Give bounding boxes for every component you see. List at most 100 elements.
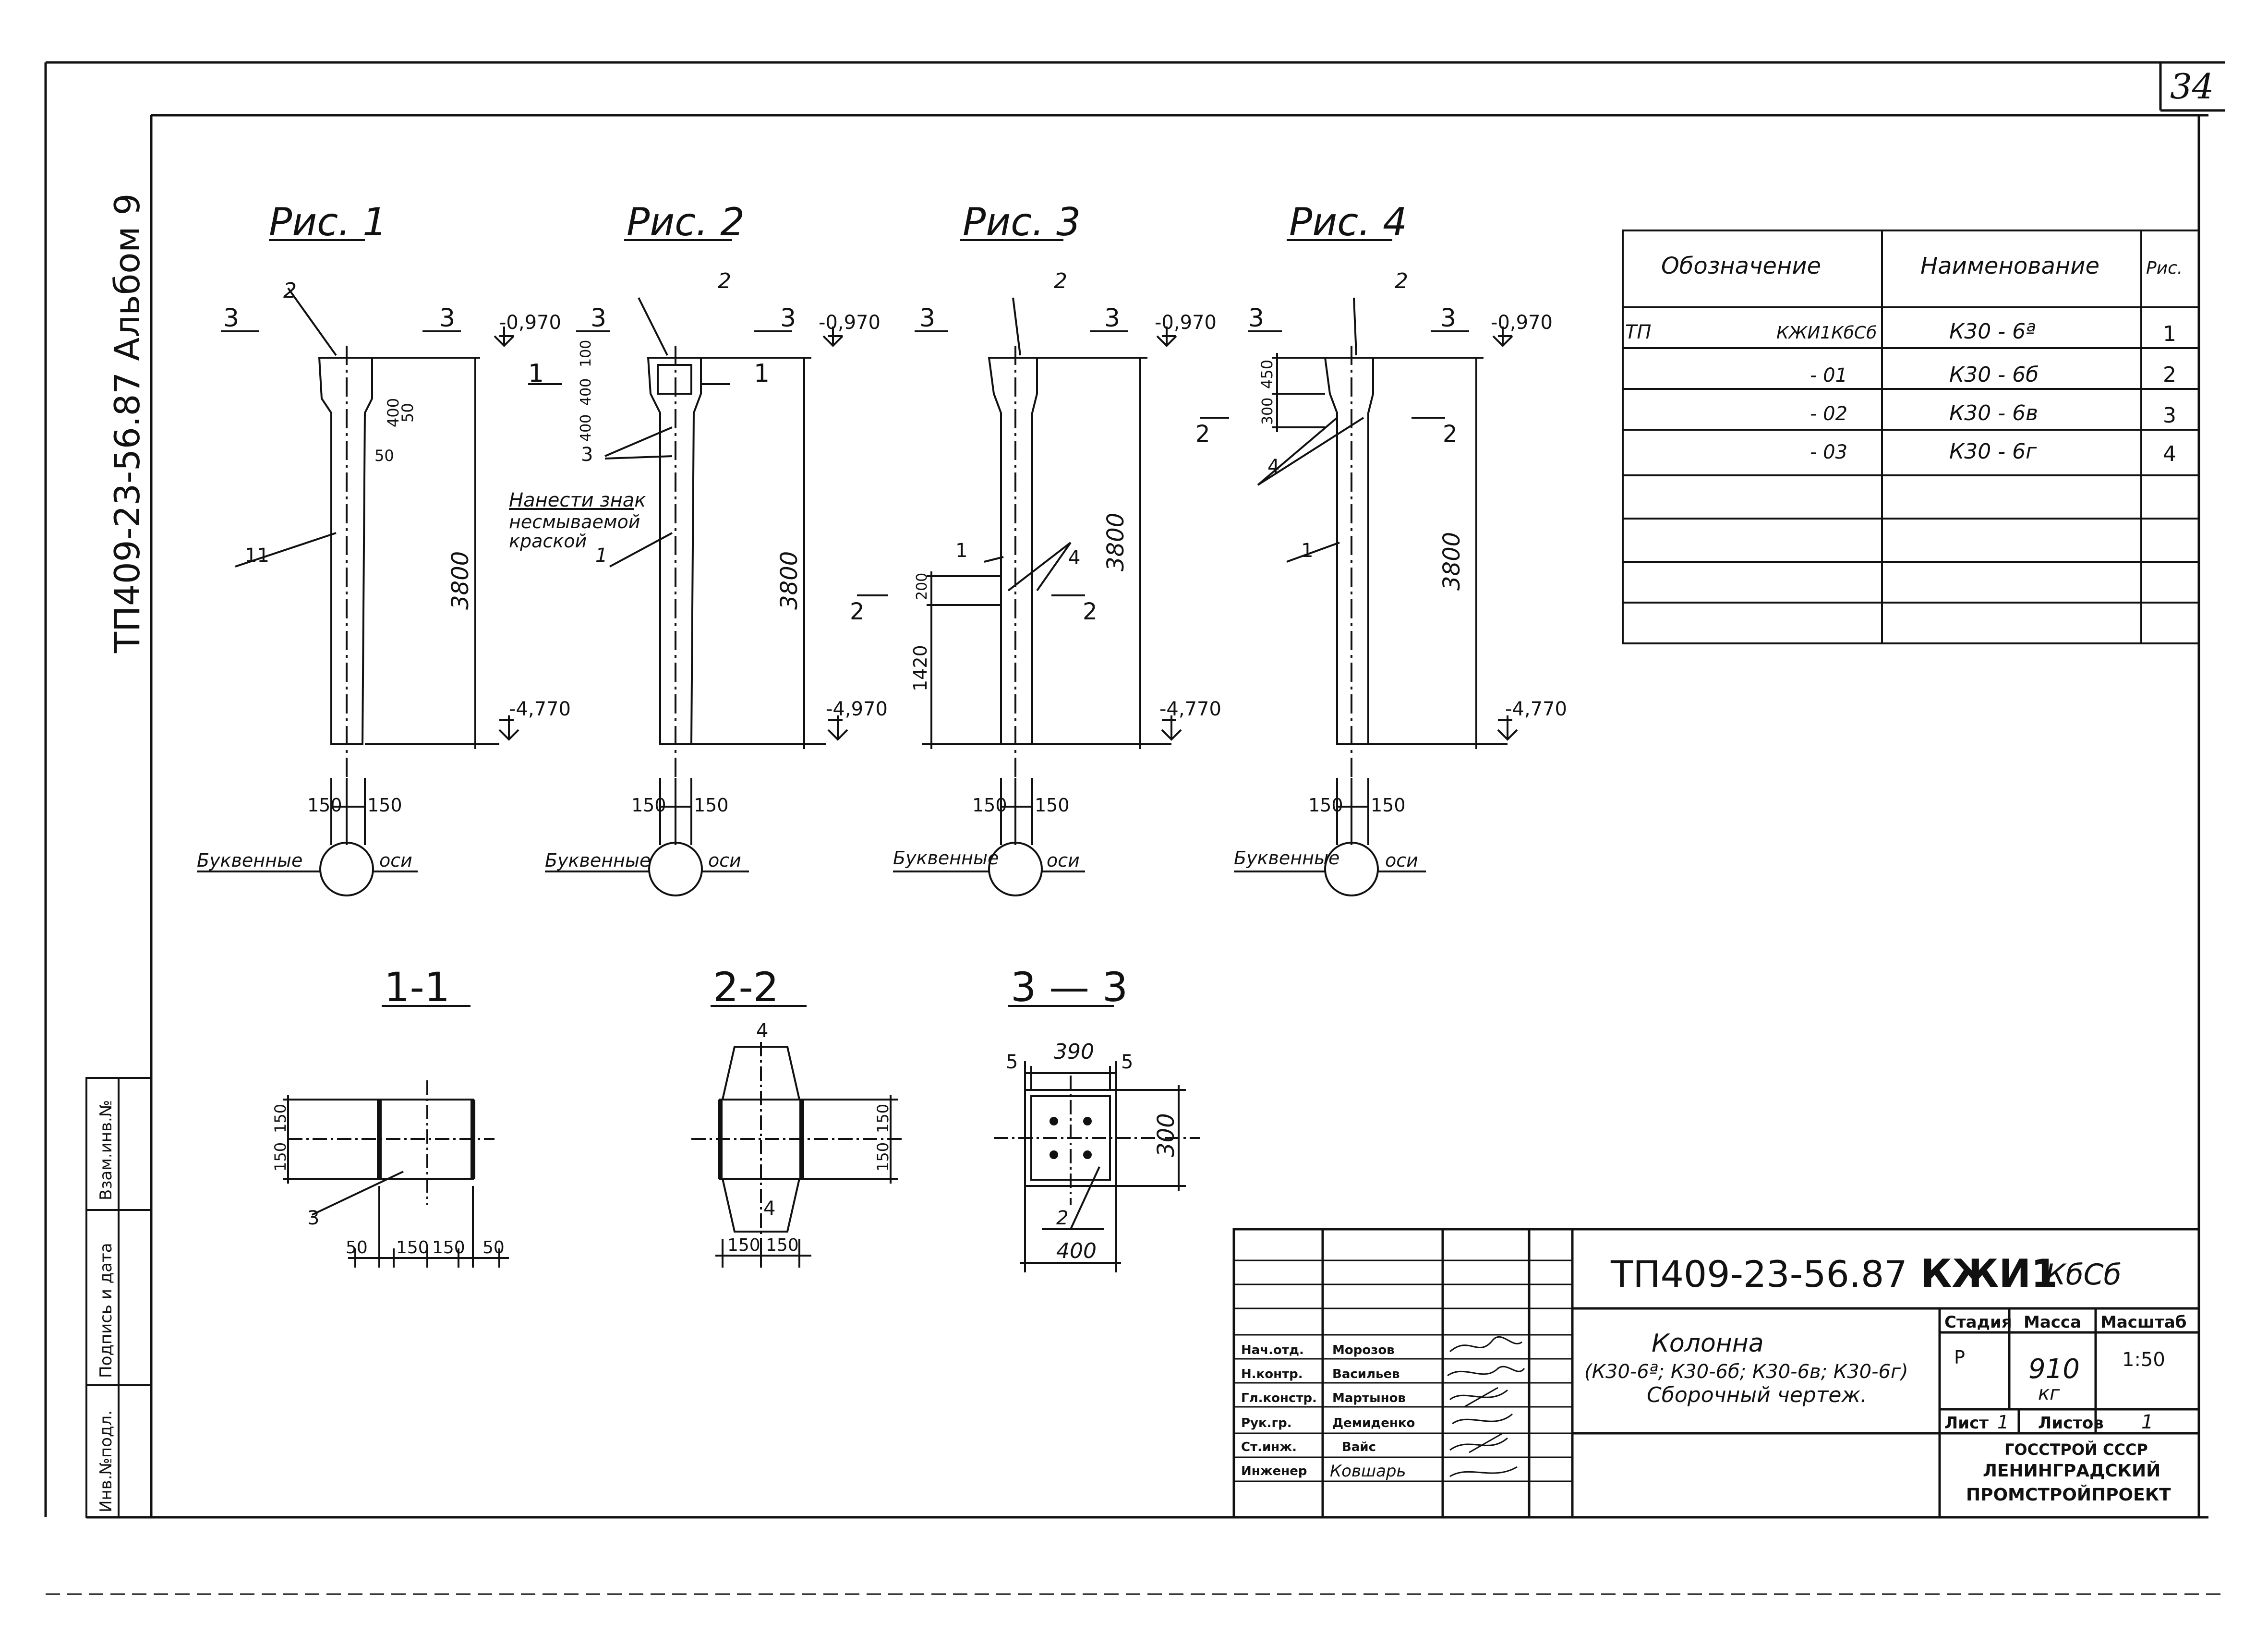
title-doc-code: ТП409-23-56.87 [1610, 1253, 1907, 1295]
fig1-call-2: 2 [283, 278, 297, 303]
stage-value: Р [1954, 1347, 1965, 1368]
signatures [1447, 1336, 1525, 1477]
role-4: Рук.гр. [1241, 1416, 1292, 1430]
fig1-sect-left: 3 [223, 304, 239, 333]
title-mark-small: КбСб [2045, 1258, 2122, 1292]
fig2-dim-b: 400 [578, 378, 594, 406]
sec11-call: 3 [307, 1207, 319, 1229]
role-2: Н.контр. [1241, 1367, 1303, 1381]
fig2-axis-left: Буквенные [545, 850, 651, 871]
side-stamp [85, 1077, 152, 1518]
fig4-call-1: 1 [1301, 540, 1313, 562]
fig2-dim-a: 100 [578, 340, 594, 367]
spec-row4-name: К30 - 6г [1949, 439, 2037, 464]
mass-unit: кг [2038, 1382, 2060, 1404]
sec11-dim-3: 150 [432, 1238, 465, 1258]
fig1-dim-a: 400 [384, 398, 402, 427]
fig4-height: 3800 [1438, 532, 1465, 591]
fig4-elev-top: -0,970 [1491, 312, 1553, 334]
spec-row3-name: К30 - 6в [1949, 401, 2038, 425]
role-1-name: Морозов [1332, 1343, 1395, 1357]
fig2-sect-right: 3 [780, 304, 796, 333]
section-1-1 [283, 1005, 509, 1268]
fig1-height: 3800 [447, 551, 474, 610]
sheets-label: Листов [2038, 1414, 2104, 1433]
fig3-call-4: 4 [1068, 547, 1080, 569]
fig4-sect2-right: 2 [1443, 421, 1458, 448]
fig3-dim-b: 1420 [910, 645, 931, 691]
fig1-axis-right: оси [379, 850, 412, 871]
role-3-name: Мартынов [1332, 1391, 1406, 1405]
fig1-w-right: 150 [367, 795, 402, 816]
fig3-sect2-left: 2 [850, 598, 865, 625]
role-2-name: Васильев [1332, 1367, 1400, 1381]
fig3-height: 3800 [1102, 513, 1129, 571]
fig2-elev-top: -0,970 [819, 312, 881, 334]
fig3-call-2: 2 [1054, 269, 1067, 293]
spec-row2-name: К30 - 6б [1949, 363, 2039, 387]
spec-table [1622, 230, 2200, 644]
fig2-call-1: 1 [595, 544, 607, 567]
fig1-dim-c: 50 [374, 447, 394, 465]
spec-row2-fig: 2 [2163, 363, 2176, 387]
fig4-dim-a: 450 [1258, 360, 1276, 389]
sec33-top-right: 5 [1121, 1051, 1133, 1073]
sec11-left-a: 150 [271, 1104, 290, 1133]
role-5-name: Вайс [1342, 1440, 1376, 1454]
title-name-2: (К30-6ª; К30-6б; К30-6в; К30-6г) [1584, 1361, 1908, 1383]
sheet-value: 1 [1997, 1412, 2009, 1433]
scale-value: 1:50 [2122, 1349, 2165, 1371]
fig4-sect-right: 3 [1440, 304, 1456, 333]
fig2-note-1: Нанести знак [509, 489, 646, 511]
fig2-height: 3800 [776, 551, 803, 610]
roles-text: Нач.отд. Морозов Н.контр. Васильев Гл.ко… [1241, 1343, 1415, 1481]
section-2-2-title: 2-2 [713, 964, 779, 1011]
fig4-elev-bottom: -4,770 [1505, 698, 1567, 720]
fig3-w-right: 150 [1035, 795, 1070, 816]
spec-row1-code: ТП [1625, 321, 1652, 343]
fig3-sect-right: 3 [1104, 304, 1120, 333]
figure-1 [197, 239, 519, 896]
title-name-3: Сборочный чертеж. [1647, 1383, 1867, 1407]
spec-row3-fig: 3 [2163, 403, 2176, 428]
fig4-dim-b: 300 [1259, 398, 1276, 425]
fig3-elev-bottom: -4,770 [1159, 698, 1221, 720]
section-3-3-title: 3 — 3 [1011, 964, 1128, 1011]
spec-header-name: Наименование [1920, 253, 2099, 279]
sheets-value: 1 [2141, 1411, 2153, 1433]
fig4-sect-left: 3 [1248, 304, 1264, 333]
fig4-call-2: 2 [1395, 269, 1408, 293]
spec-row3-sub: - 02 [1810, 403, 1847, 425]
spec-row4-sub: - 03 [1810, 441, 1847, 463]
fig2-note-2: несмываемой [509, 511, 640, 532]
spec-header-code: Обозначение [1661, 253, 1821, 279]
fig1-call-1: 11 [245, 544, 269, 567]
sec33-top-mid: 390 [1054, 1040, 1094, 1064]
fig3-axis-right: оси [1047, 850, 1080, 871]
role-1: Нач.отд. [1241, 1343, 1304, 1357]
sec22-top: 4 [756, 1020, 768, 1042]
fig1-dim-b: 50 [398, 403, 417, 423]
role-6-name: Ковшарь [1330, 1462, 1406, 1481]
spec-row1-sub: КЖИ1КбСб [1776, 323, 1877, 343]
stage-label: Стадия [1944, 1313, 2012, 1332]
fig1-sect-right: 3 [439, 304, 455, 333]
fig2-call-2: 2 [718, 269, 731, 293]
sec22-bottom: 4 [763, 1197, 775, 1220]
sec33-top-left: 5 [1006, 1051, 1018, 1073]
fig2-axis-right: оси [708, 850, 741, 871]
fig1-elev-top: -0,970 [499, 312, 561, 334]
fig3-sect-left: 3 [919, 304, 935, 333]
sec33-call: 2 [1056, 1207, 1068, 1229]
sec11-dim-2: 150 [396, 1238, 429, 1258]
spec-row2-sub: - 01 [1810, 364, 1847, 387]
role-4-name: Демиденко [1332, 1416, 1415, 1430]
fig2-sect2-left: 1 [528, 359, 544, 388]
mass-label: Масса [2024, 1313, 2081, 1332]
fig4-w-right: 150 [1371, 795, 1406, 816]
fig2-w-right: 150 [694, 795, 729, 816]
fig1-title: Рис. 1 [269, 200, 387, 244]
org-3: ПРОМСТРОЙПРОЕКТ [1966, 1485, 2171, 1505]
fig4-axis-left: Буквенные [1234, 847, 1339, 869]
fig4-sect2-left: 2 [1195, 421, 1210, 448]
